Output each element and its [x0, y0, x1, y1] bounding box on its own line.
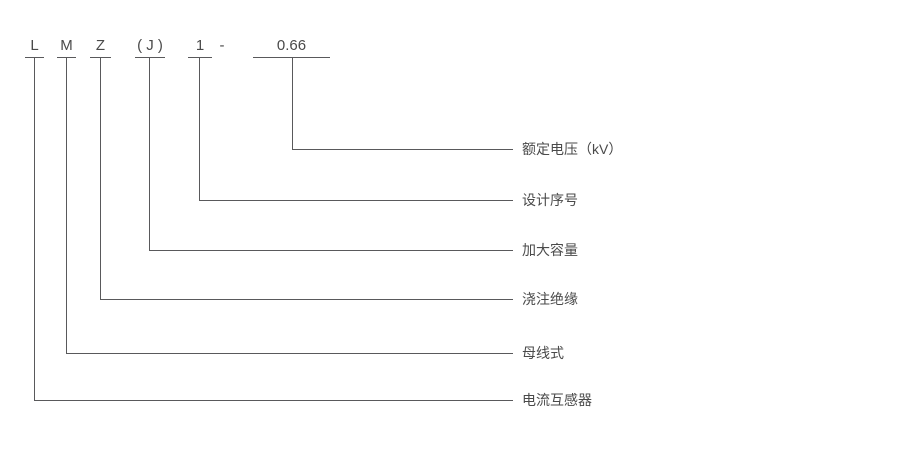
connector-cast-insulation	[100, 57, 513, 300]
label-rated-voltage: 额定电压（kV）	[522, 141, 623, 157]
label-design-serial: 设计序号	[522, 192, 578, 208]
code-segment-1: 1	[188, 36, 212, 58]
label-increased-capacity: 加大容量	[522, 242, 578, 258]
connector-current-transformer	[34, 57, 513, 401]
code-segment-Z: Z	[90, 36, 111, 58]
label-current-transformer: 电流互感器	[522, 392, 592, 408]
label-cast-insulation: 浇注绝缘	[522, 291, 578, 307]
label-busbar-type: 母线式	[522, 345, 564, 361]
code-segment-J: ( J )	[135, 36, 165, 58]
connector-voltage	[292, 57, 513, 150]
code-separator: -	[219, 37, 225, 54]
code-segment-M: M	[57, 36, 76, 58]
connector-design-serial	[199, 57, 513, 201]
code-segment-L: L	[25, 36, 44, 58]
code-segment-voltage: 0.66	[253, 36, 330, 58]
connector-increased-capacity	[149, 57, 513, 251]
connector-busbar-type	[66, 57, 513, 354]
